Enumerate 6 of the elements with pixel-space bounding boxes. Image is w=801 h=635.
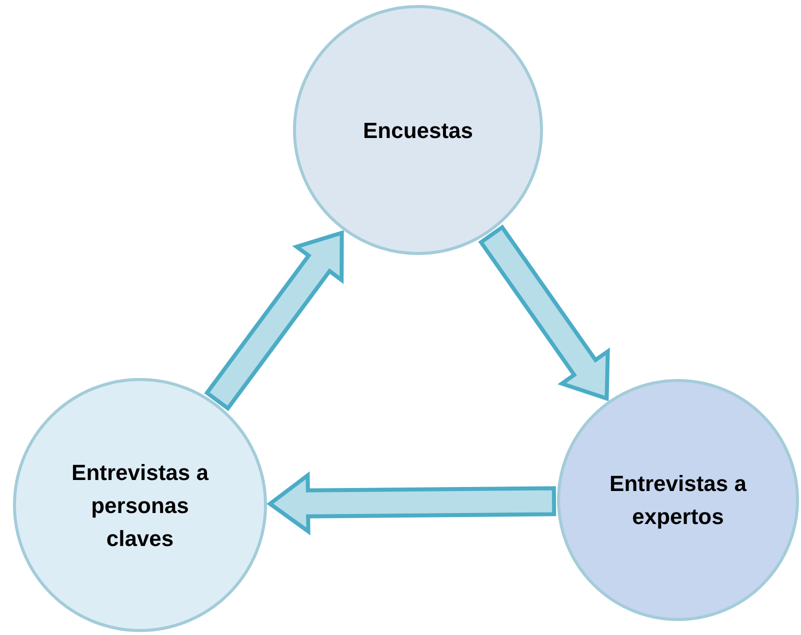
block-arrow xyxy=(204,230,344,412)
block-arrow xyxy=(266,471,556,536)
node-label: Entrevistas a personas claves xyxy=(70,458,210,552)
node-label: Encuestas xyxy=(362,116,474,144)
node-label: Entrevistas a expertos xyxy=(608,470,748,531)
block-arrow xyxy=(478,224,610,402)
